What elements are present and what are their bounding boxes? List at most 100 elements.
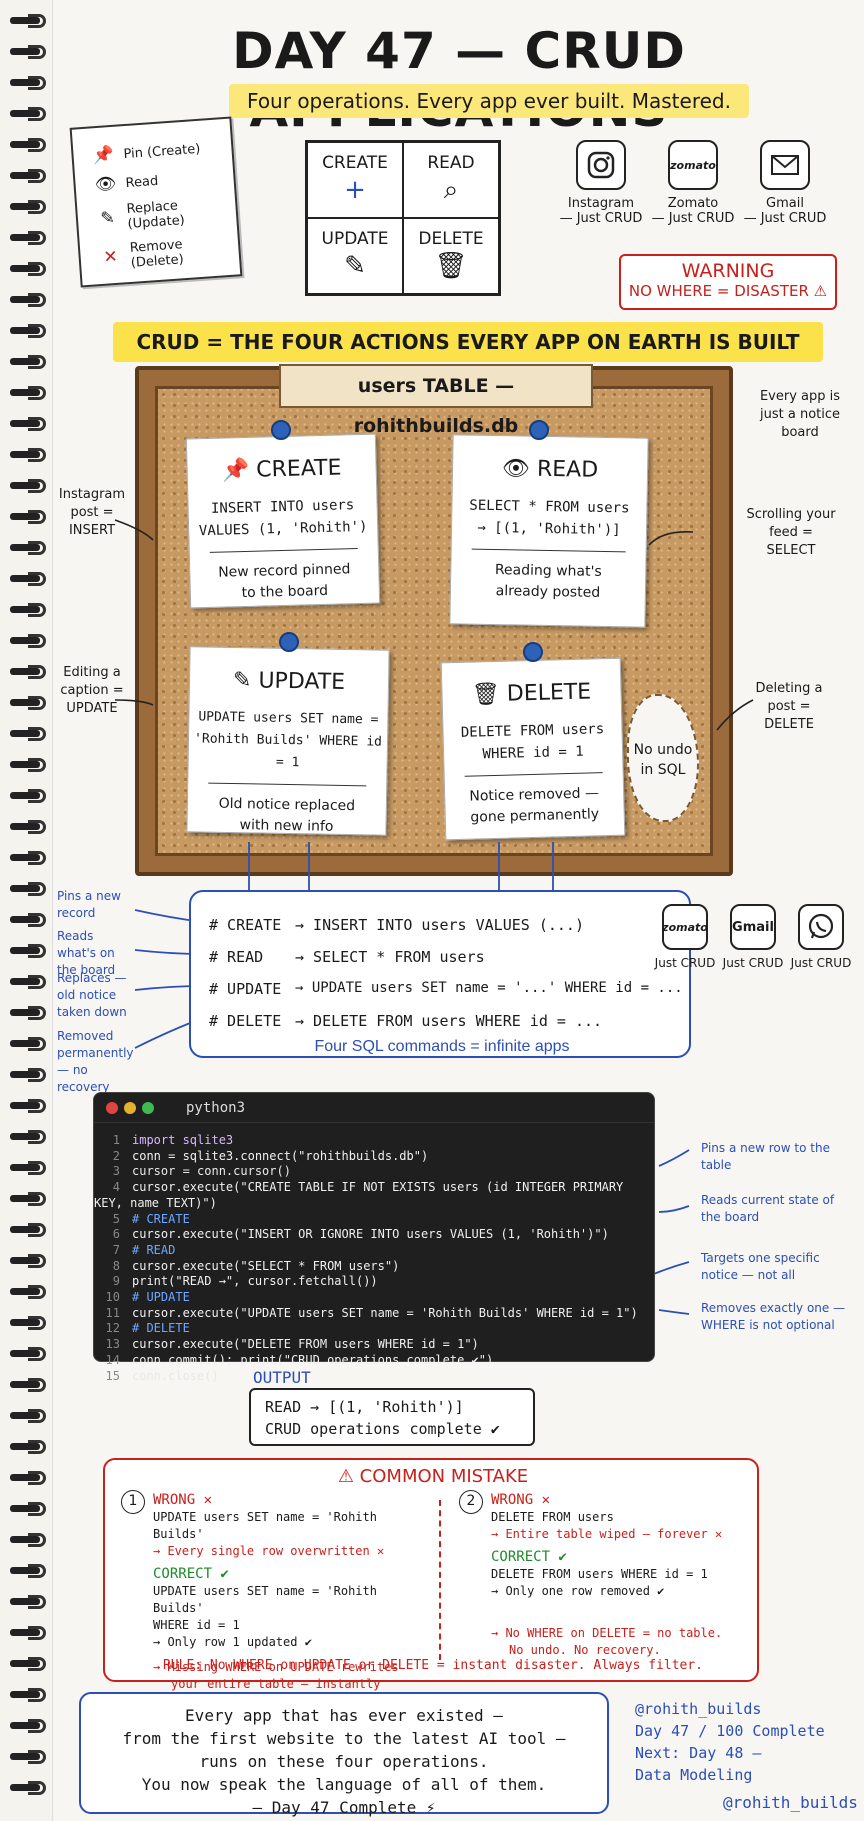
sql-cmd: → DELETE FROM users WHERE id = ...: [295, 1012, 603, 1030]
grid-label: CREATE: [322, 153, 388, 173]
code-annotation: Pins a new row to the table: [701, 1141, 830, 1172]
code-text: conn = sqlite3.connect("rohithbuilds.db"…: [132, 1148, 429, 1163]
output-line: READ → [(1, 'Rohith')]: [265, 1398, 464, 1416]
line-number: 15: [105, 1368, 120, 1383]
board-plate: users TABLE — rohithbuilds.db: [279, 364, 593, 437]
app-gmail: Gmail — Just CRUD: [741, 140, 829, 226]
sql-op: # UPDATE: [209, 980, 282, 998]
wrong-note: → Entire table wiped — forever ✕: [491, 1527, 723, 1541]
code-annotation: Reads current state of the board: [701, 1193, 835, 1224]
wrong-note: → Every single row overwritten ✕: [153, 1544, 385, 1558]
spiral-ring: [10, 107, 48, 121]
handle-link-footer[interactable]: @rohith_builds: [723, 1793, 858, 1812]
minimize-dot[interactable]: [124, 1102, 136, 1114]
spiral-ring: [10, 1502, 48, 1516]
mistake-summary: → No WHERE on DELETE = no table.: [491, 1626, 723, 1640]
line-number: 11: [105, 1305, 120, 1320]
app-name: Instagram: [567, 196, 635, 211]
code-text: # READ: [132, 1242, 176, 1257]
close-dot[interactable]: [106, 1102, 118, 1114]
grid-label: READ: [427, 153, 475, 173]
spiral-ring: [10, 1068, 48, 1082]
trash-icon: 🗑: [434, 251, 468, 281]
correct-label: CORRECT ✔: [491, 1549, 567, 1565]
code-line: 10 # UPDATE: [94, 1290, 654, 1306]
spiral-ring: [10, 1595, 48, 1609]
arrow: [658, 1309, 690, 1315]
side-note-deleting: Deleting a post = DELETE: [755, 681, 823, 732]
spiral-ring: [10, 1130, 48, 1144]
spiral-ring: [10, 200, 48, 214]
code-text: cursor.execute("CREATE TABLE IF NOT EXIS…: [94, 1180, 624, 1210]
spiral-ring: [10, 1471, 48, 1485]
page: DAY 47 — CRUD APPLICATIONS Four operatio…: [52, 0, 864, 1821]
app-tag: Just CRUD: [790, 956, 852, 970]
side-note-instagram: Instagram post = INSERT: [58, 487, 126, 538]
mistake-summary: → Missing WHERE on UPDATE rewrites: [153, 1660, 399, 1674]
app-instagram: Instagram — Just CRUD: [557, 140, 645, 226]
spiral-ring: [10, 758, 48, 772]
app-tag: — Just CRUD: [743, 211, 827, 226]
side-note-every-app: Every app is just a notice board: [759, 389, 841, 440]
mistake-summary: your entire table — instantly: [171, 1677, 381, 1691]
mistake-summary: No undo. No recovery.: [509, 1643, 661, 1657]
output-box: READ → [(1, 'Rohith')] CRUD operations c…: [249, 1388, 535, 1446]
mistake-rule: RULE: No WHERE on UPDATE or DELETE = ins…: [162, 1658, 704, 1673]
correct-code: DELETE FROM users WHERE id = 1: [491, 1567, 708, 1581]
line-number: 10: [105, 1290, 120, 1305]
spiral-ring: [10, 1223, 48, 1237]
correct-code: UPDATE users SET name = 'Rohith Builds': [153, 1584, 377, 1615]
closing-line: runs on these four operations.: [199, 1752, 489, 1771]
grid-label: UPDATE: [321, 229, 389, 249]
sql-note: Pins a new record: [57, 889, 121, 920]
correct-note: → Only one row removed ✔: [491, 1584, 665, 1598]
wrong-code: UPDATE users SET name = 'Rohith Builds': [153, 1510, 377, 1541]
code-text: # UPDATE: [132, 1290, 190, 1305]
spiral-ring: [10, 975, 48, 989]
spiral-ring: [10, 1378, 48, 1392]
arrow: [658, 1205, 690, 1213]
arrow: [658, 1149, 690, 1167]
closing-line: from the first website to the latest AI …: [122, 1729, 566, 1748]
spiral-ring: [10, 1161, 48, 1175]
side-note-editing: Editing a caption = UPDATE: [60, 665, 124, 716]
app-gmail-small: Gmail Just CRUD: [721, 904, 785, 970]
arrow: [114, 699, 154, 706]
side-note-scrolling: Scrolling your feed = SELECT: [746, 507, 836, 558]
sql-cmd: → SELECT * FROM users: [295, 948, 485, 966]
grid-cell-update: UPDATE✎: [307, 218, 403, 294]
app-zomato: zomato Zomato — Just CRUD: [649, 140, 737, 226]
terminal-titlebar: python3: [94, 1093, 654, 1123]
spiral-ring: [10, 820, 48, 834]
sql-note: Reads what's on the board: [57, 929, 116, 977]
mistake-number: 1: [121, 1490, 145, 1514]
spiral-ring: [10, 45, 48, 59]
app-name: Gmail: [766, 196, 804, 211]
spiral-ring: [10, 138, 48, 152]
sql-op: # READ: [209, 948, 264, 966]
grid-cell-delete: DELETE🗑: [403, 218, 499, 294]
pin-icon: [523, 642, 543, 662]
spiral-ring: [10, 1316, 48, 1330]
spiral-ring: [10, 417, 48, 431]
maximize-dot[interactable]: [142, 1102, 154, 1114]
app-tag: Just CRUD: [654, 956, 716, 970]
spiral-ring: [10, 944, 48, 958]
spiral-ring: [10, 1564, 48, 1578]
correct-code: WHERE id = 1: [153, 1618, 240, 1632]
spiral-ring: [10, 1192, 48, 1206]
handle-link[interactable]: @rohith_builds: [635, 1700, 762, 1718]
code-line: 12# DELETE: [94, 1321, 654, 1337]
notebook-spiral: [0, 0, 52, 1821]
magnifier-icon: ⌕: [443, 175, 459, 205]
closing-line: Every app that has ever existed —: [185, 1706, 503, 1725]
spiral-ring: [10, 1781, 48, 1795]
pencil-icon: ✎: [344, 251, 366, 281]
code-line: 5# CREATE: [94, 1212, 654, 1228]
